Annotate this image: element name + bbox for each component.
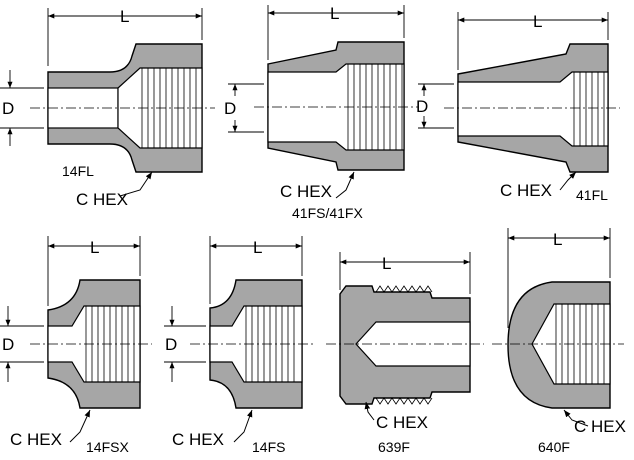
fitting-41fl-hex-label: C HEX: [500, 181, 552, 200]
fitting-14fsx-hex-leader: [69, 409, 91, 443]
fitting-14fsx-l-label: L: [90, 238, 99, 257]
fitting-640f-l-label: L: [553, 230, 562, 249]
fitting-640f: L C HEX 640F: [492, 228, 626, 455]
fitting-639f-name: 639F: [378, 439, 410, 455]
fitting-640f-hex-label: C HEX: [574, 417, 626, 436]
fitting-41fl-hex-leader: [559, 171, 577, 191]
fitting-14fsx-name: 14FSX: [86, 439, 129, 455]
fitting-14fs-hex-label: C HEX: [172, 430, 224, 449]
fitting-14fsx-d-label: D: [2, 335, 14, 354]
fitting-41fl-d-label: D: [416, 97, 428, 116]
fitting-41fs-name: 41FS/41FX: [292, 205, 363, 221]
fitting-14fl: L D C HEX 14FL: [0, 7, 215, 209]
fitting-639f-hex-leader: [364, 401, 375, 421]
fitting-41fs-d-label: D: [224, 99, 236, 118]
fitting-640f-name: 640F: [538, 439, 570, 455]
fitting-41fs-hex-label: C HEX: [280, 182, 332, 201]
fitting-41fl-thread-bore: [457, 71, 609, 147]
fitting-14fs-name: 14FS: [252, 439, 285, 455]
fitting-14fl-d-label: D: [2, 99, 14, 118]
fitting-14fsx: L D C HEX 14FSX: [0, 236, 152, 455]
fitting-14fl-hex-label: C HEX: [76, 190, 128, 209]
fitting-639f-l-label: L: [382, 254, 391, 273]
fitting-41fl-l-label: L: [533, 12, 542, 31]
fitting-14fl-l-label: L: [120, 7, 129, 26]
fitting-639f-hex-label: C HEX: [376, 413, 428, 432]
fitting-14fs-d-label: D: [165, 335, 177, 354]
fitting-14fs-l-label: L: [253, 238, 262, 257]
fitting-14fl-hex-leader: [119, 171, 153, 197]
fitting-41fl: L D C HEX 41FL: [416, 12, 620, 203]
fitting-41fs: L D C HEX 41FS/41FX: [224, 4, 418, 221]
fitting-41fs-hex-leader: [335, 171, 355, 199]
fitting-41fl-name: 41FL: [576, 187, 608, 203]
fitting-14fs-hex-leader: [233, 409, 253, 443]
fitting-14fsx-hex-label: C HEX: [10, 430, 62, 449]
fitting-14fs: L D C HEX 14FS: [164, 236, 314, 455]
fitting-14fl-name: 14FL: [62, 163, 94, 179]
fitting-639f: L C HEX 639F: [326, 252, 484, 455]
fitting-14fs-thread-bore: [209, 305, 303, 383]
fitting-640f-hex-leader: [563, 409, 589, 427]
fitting-639f-external-thread: [375, 285, 433, 405]
fitting-41fl-thread: [573, 72, 605, 146]
fitting-41fs-l-label: L: [330, 4, 339, 23]
